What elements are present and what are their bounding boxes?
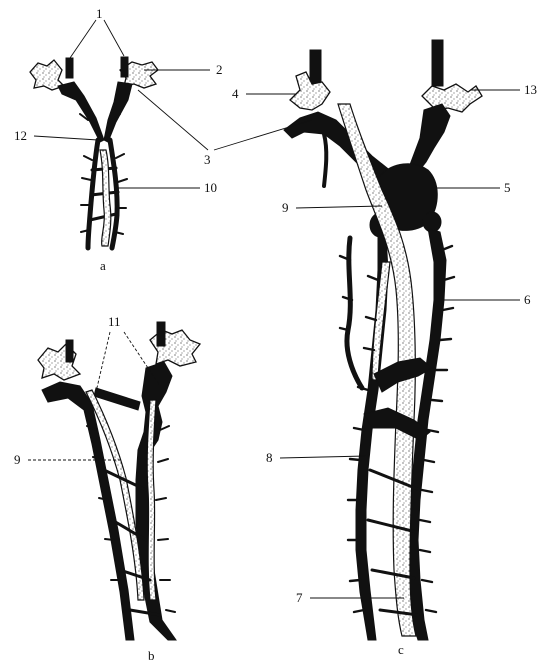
label-1: 1 [96, 6, 103, 21]
leader-12 [34, 136, 98, 140]
panel-a-left-stump [66, 58, 73, 78]
label-13: 13 [524, 82, 537, 97]
label-3: 3 [204, 152, 211, 167]
panel-label-b: b [148, 648, 155, 663]
leader-3 [138, 90, 312, 150]
label-4: 4 [232, 86, 239, 101]
label-9-b: 9 [14, 452, 21, 467]
label-9-c: 9 [282, 200, 289, 215]
panel-c-right-duct [408, 104, 450, 172]
label-12: 12 [14, 128, 27, 143]
panel-c-right-stump [432, 40, 443, 86]
panel-b-left-duct [42, 382, 134, 640]
panel-a-right-stump [121, 57, 128, 77]
panel-a-stippled-vessel [100, 150, 111, 246]
panel-b-left-gland [38, 344, 80, 380]
label-10: 10 [204, 180, 217, 195]
panel-b-right-stump [157, 322, 165, 346]
label-6: 6 [524, 292, 531, 307]
leader-8 [280, 456, 366, 458]
panel-b-stippled-vessel-2 [147, 400, 156, 600]
panel-c-drawing [284, 40, 482, 640]
panel-b-left-stump [66, 340, 73, 362]
panel-b-bridge [94, 388, 140, 410]
label-8: 8 [266, 450, 273, 465]
panel-c-left-branch [324, 134, 326, 186]
panel-b-drawing [38, 322, 200, 640]
label-2: 2 [216, 62, 223, 77]
label-11: 11 [108, 314, 121, 329]
label-7: 7 [296, 590, 303, 605]
panel-label-c: c [398, 642, 404, 657]
panel-a-drawing [30, 57, 158, 248]
panel-label-a: a [100, 258, 106, 273]
panel-a-left-duct [58, 82, 104, 142]
leader-1 [70, 20, 124, 58]
panel-a-right-duct [104, 82, 132, 142]
label-5: 5 [504, 180, 511, 195]
leader-9-c [296, 206, 382, 208]
